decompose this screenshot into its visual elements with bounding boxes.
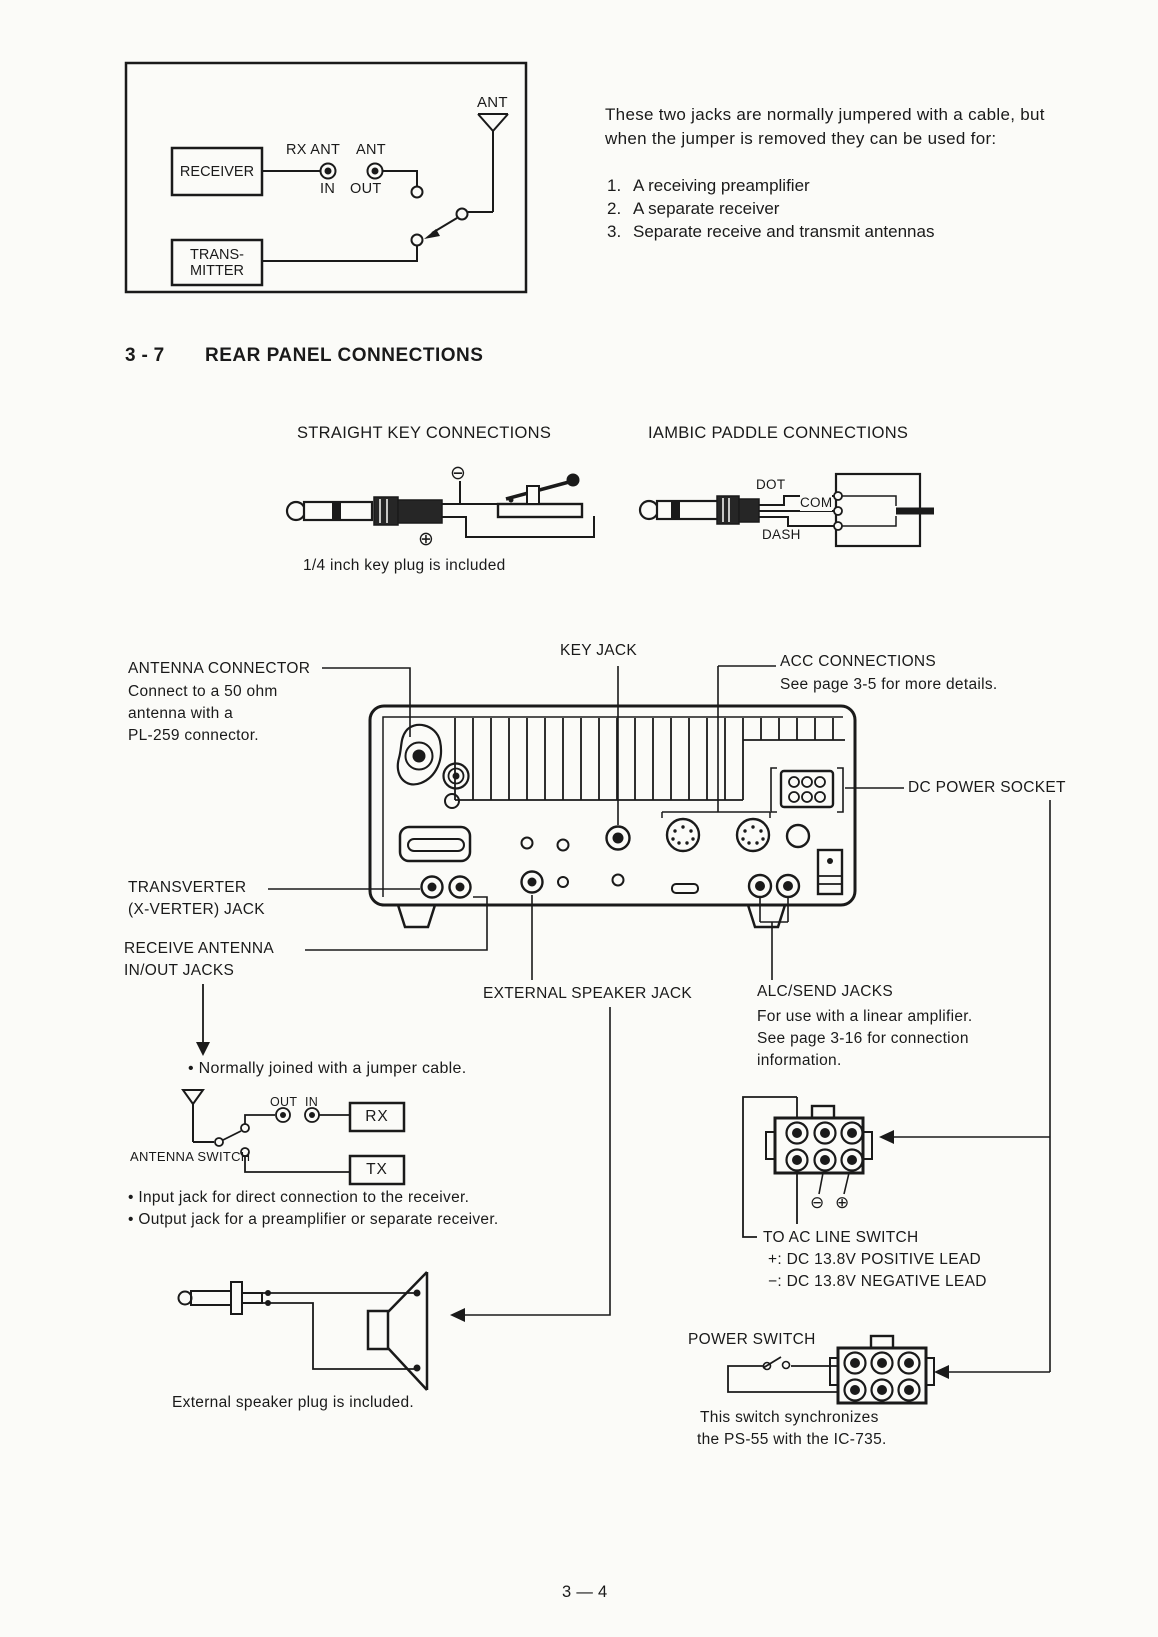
list-item-text: A receiving preamplifier xyxy=(633,176,810,195)
transmitter-line1: TRANS- xyxy=(190,246,244,263)
rca-jack xyxy=(442,762,470,790)
rx-ant-label: RX ANT xyxy=(286,142,341,158)
arrowhead xyxy=(450,1308,465,1322)
key-jack xyxy=(605,825,631,851)
dash-label: DASH xyxy=(762,527,801,542)
dc-plug-drawing xyxy=(742,1096,873,1238)
alc-send-desc: See page 3-16 for connection xyxy=(757,1030,969,1047)
list-item-number: 2. xyxy=(607,199,622,218)
input-jack-note: • Input jack for direct connection to th… xyxy=(128,1189,470,1206)
acc-din-socket xyxy=(665,817,701,853)
power-switch-label: POWER SWITCH xyxy=(688,1331,816,1348)
switch-arrowhead xyxy=(424,229,440,239)
transmitter-box-label: TRANS- MITTER xyxy=(172,240,262,285)
page-number: 3 — 4 xyxy=(562,1583,608,1601)
ground-terminal xyxy=(398,825,472,863)
antenna-switch-label: ANTENNA SWITCH xyxy=(130,1149,251,1164)
antenna-connector-desc: antenna with a xyxy=(128,705,234,722)
plus-pin-icon: ⊕ xyxy=(835,1193,850,1213)
alc-send-label: ALC/SEND JACKS xyxy=(757,983,893,1000)
alc-jack xyxy=(747,873,773,899)
list-item-number: 1. xyxy=(607,176,622,195)
intro-paragraph-line1: These two jacks are normally jumpered wi… xyxy=(605,105,1045,124)
rx-ant-jack xyxy=(448,875,472,899)
power-switch-drawing xyxy=(727,1334,935,1405)
straight-key-title: STRAIGHT KEY CONNECTIONS xyxy=(297,424,552,442)
negative-lead-label: −: DC 13.8V NEGATIVE LEAD xyxy=(768,1273,987,1290)
chassis-foot xyxy=(746,903,787,929)
rx-box-label: RX xyxy=(365,1108,389,1125)
antenna-switch-schematic xyxy=(181,1089,406,1186)
section-number: 3 - 7 xyxy=(125,345,165,366)
jumper-in-label: IN xyxy=(305,1095,319,1109)
speaker-drawing xyxy=(177,1271,429,1391)
acc-connections-desc: See page 3-5 for more details. xyxy=(780,676,998,693)
list-item-number: 3. xyxy=(607,222,622,241)
dot-label: DOT xyxy=(756,477,786,492)
com-label: COM xyxy=(800,495,833,511)
rx-ant-jack xyxy=(420,875,444,899)
antenna-connector-label: ANTENNA CONNECTOR xyxy=(128,660,311,677)
plus-polarity-icon: ⊕ xyxy=(418,528,434,550)
arrowhead xyxy=(196,1042,210,1056)
antenna-connector-desc: Connect to a 50 ohm xyxy=(128,683,278,700)
key-jack-label: KEY JACK xyxy=(560,642,638,659)
rear-panel-drawing xyxy=(368,704,857,929)
acc-din-socket xyxy=(735,817,771,853)
ant-out-label: ANT xyxy=(356,142,386,158)
jumper-note: • Normally joined with a jumper cable. xyxy=(188,1060,467,1077)
list-item: 1. A receiving preamplifier xyxy=(607,176,810,196)
antenna-connector xyxy=(396,723,443,786)
arrowhead xyxy=(879,1130,894,1144)
out-label: OUT xyxy=(350,181,382,197)
iambic-title: IAMBIC PADDLE CONNECTIONS xyxy=(648,424,909,442)
to-ac-line-switch-label: TO AC LINE SWITCH xyxy=(763,1229,919,1246)
receive-antenna-label: RECEIVE ANTENNA xyxy=(124,940,275,957)
in-label: IN xyxy=(320,181,336,197)
receive-antenna-label: IN/OUT JACKS xyxy=(124,962,235,979)
alc-send-desc: For use with a linear amplifier. xyxy=(757,1008,973,1025)
power-switch-caption: the PS-55 with the IC-735. xyxy=(697,1431,887,1448)
power-connector-block xyxy=(816,848,844,896)
minus-pin-icon: ⊖ xyxy=(810,1193,825,1213)
speaker-jack xyxy=(520,870,544,894)
iambic-paddle-drawing xyxy=(638,472,934,548)
receiver-box-label: RECEIVER xyxy=(179,163,255,180)
straight-key-caption: 1/4 inch key plug is included xyxy=(303,557,506,574)
heatsink-fins xyxy=(454,718,845,801)
external-speaker-label: EXTERNAL SPEAKER JACK xyxy=(483,985,693,1002)
positive-lead-label: +: DC 13.8V POSITIVE LEAD xyxy=(768,1251,981,1268)
antenna-jumper-schematic xyxy=(124,61,528,294)
callout-lines xyxy=(196,665,1051,1379)
output-jack-note: • Output jack for a preamplifier or sepa… xyxy=(128,1211,499,1228)
transmitter-line2: MITTER xyxy=(190,262,244,279)
chassis-foot xyxy=(396,903,437,929)
send-jack xyxy=(775,873,801,899)
list-item-text: Separate receive and transmit antennas xyxy=(633,222,935,241)
arrowhead xyxy=(934,1365,949,1379)
ant-label: ANT xyxy=(477,94,508,111)
list-item: 2. A separate receiver xyxy=(607,199,779,219)
intro-paragraph-line2: when the jumper is removed they can be u… xyxy=(605,129,997,148)
antenna-connector-desc: PL-259 connector. xyxy=(128,727,259,744)
transverter-label: TRANSVERTER xyxy=(128,879,247,896)
dc-power-socket-label: DC POWER SOCKET xyxy=(908,779,1066,796)
straight-key-drawing xyxy=(285,473,595,538)
jumper-out-label: OUT xyxy=(270,1095,298,1109)
dc-power-socket xyxy=(770,767,844,813)
list-item: 3. Separate receive and transmit antennas xyxy=(607,222,934,242)
speaker-caption: External speaker plug is included. xyxy=(172,1394,414,1411)
tx-box-label: TX xyxy=(366,1161,388,1178)
power-switch-caption: This switch synchronizes xyxy=(700,1409,879,1426)
transverter-label: (X-VERTER) JACK xyxy=(128,901,265,918)
minus-polarity-icon: ⊖ xyxy=(450,462,466,484)
section-title: REAR PANEL CONNECTIONS xyxy=(205,345,484,366)
list-item-text: A separate receiver xyxy=(633,199,780,218)
alc-send-desc: information. xyxy=(757,1052,842,1069)
acc-connections-label: ACC CONNECTIONS xyxy=(780,653,937,670)
